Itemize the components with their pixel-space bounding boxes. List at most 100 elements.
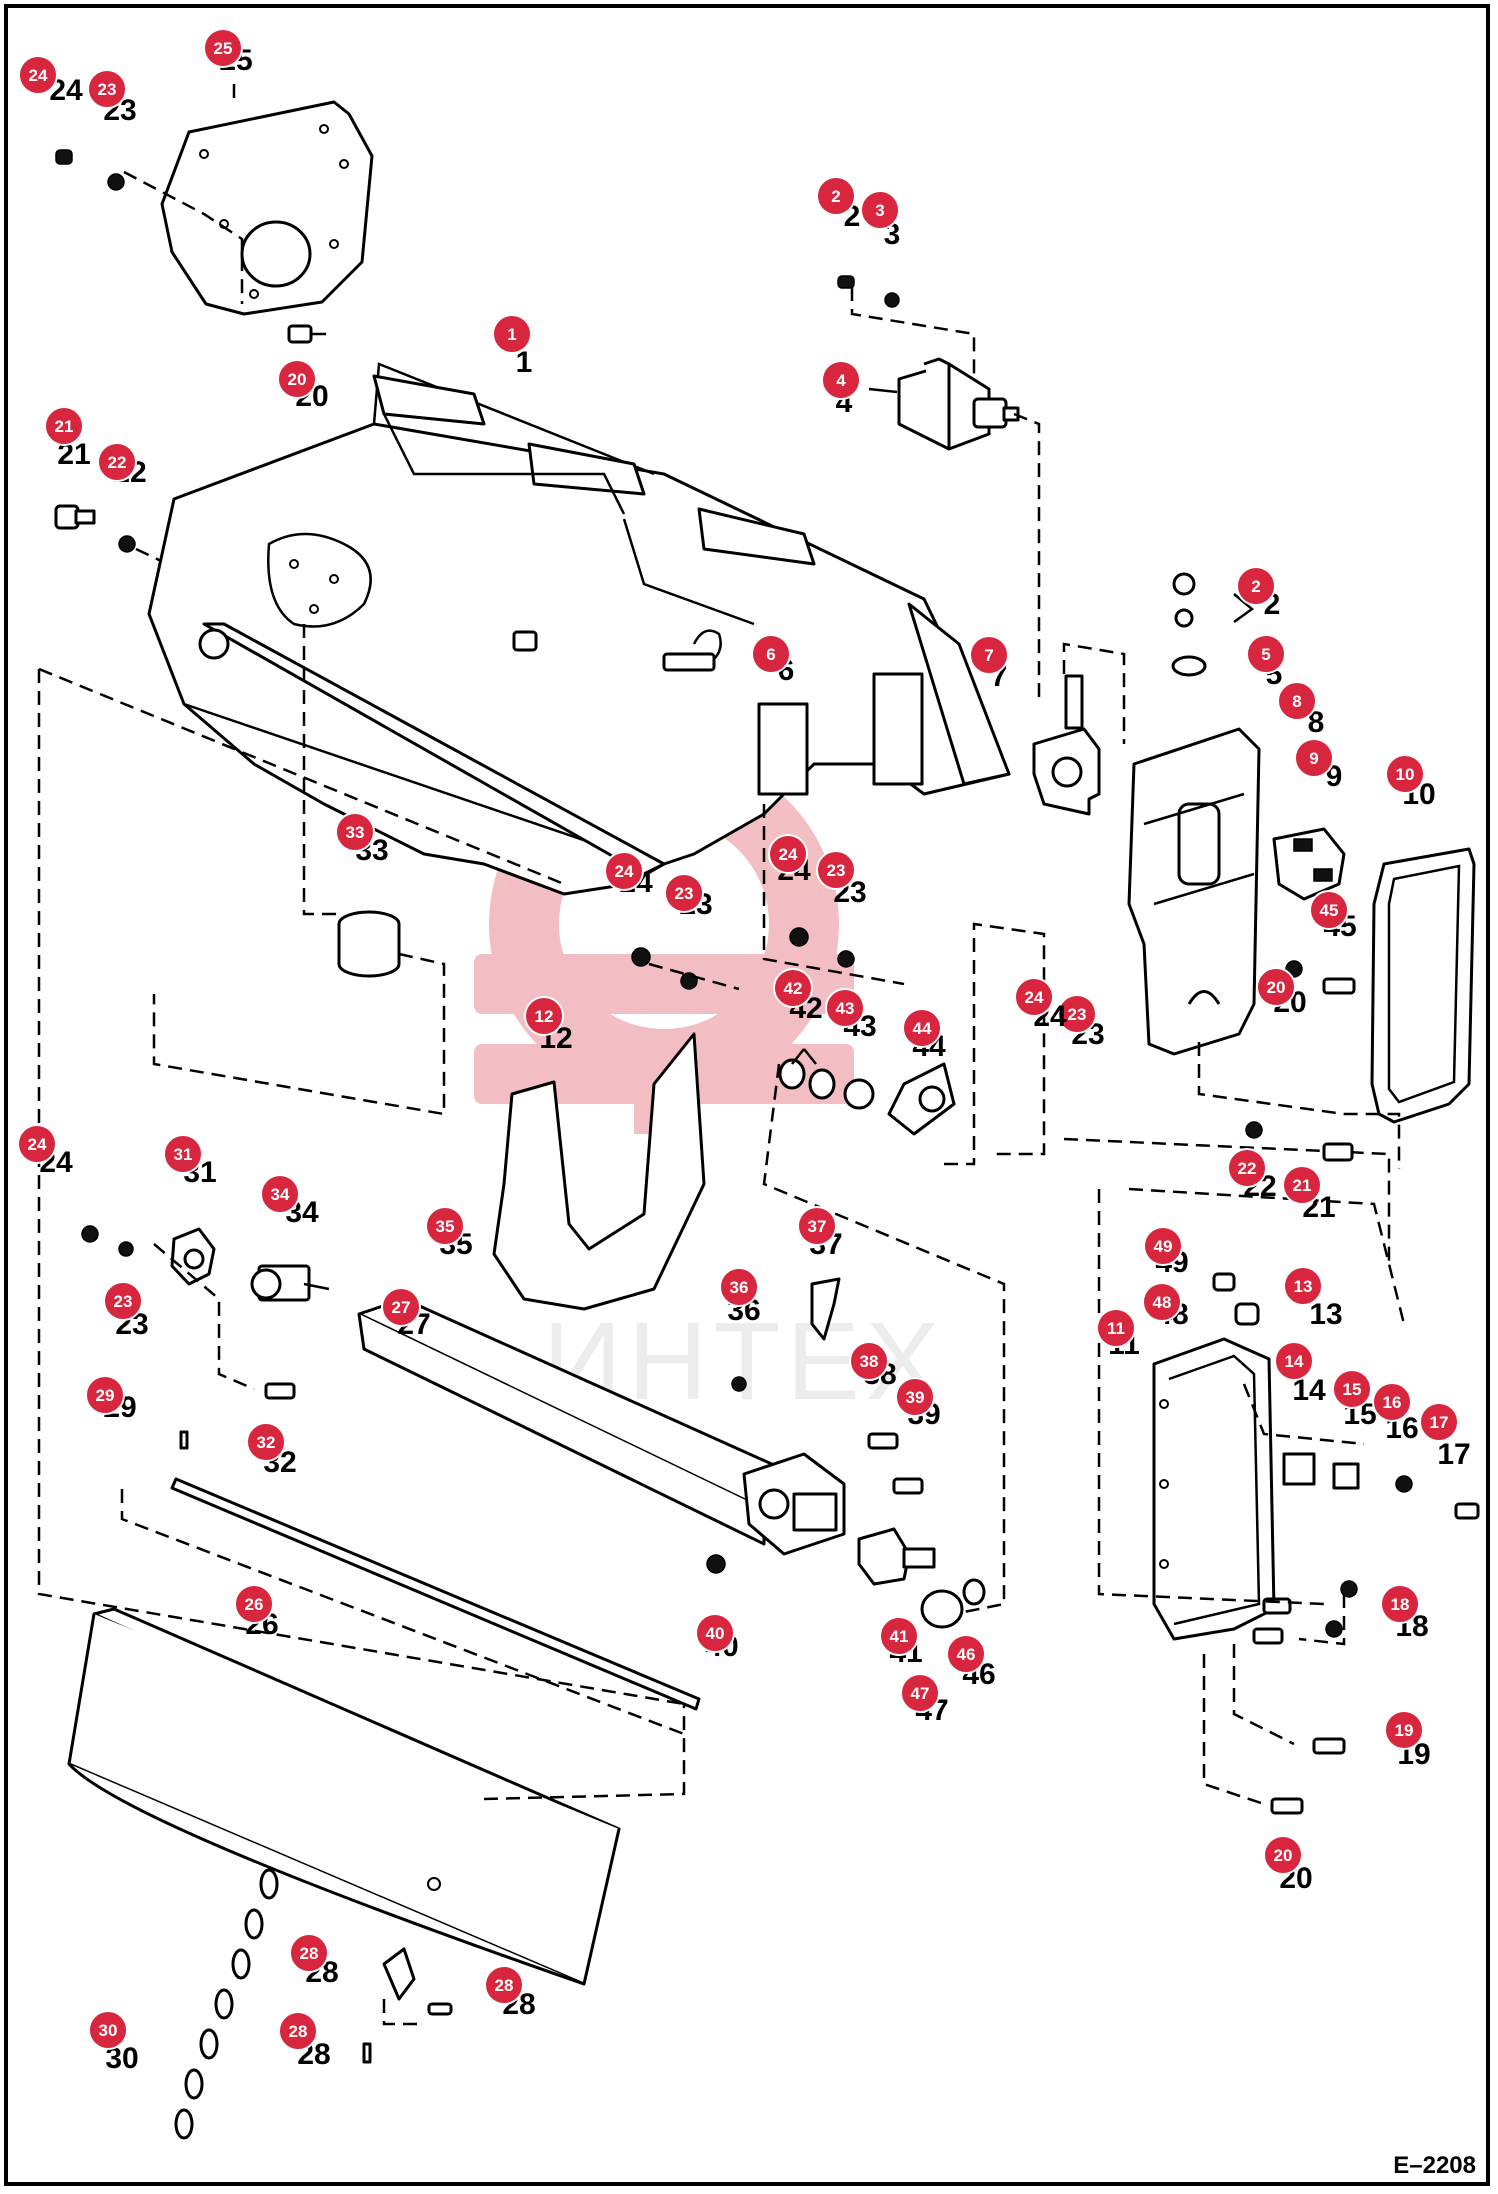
badge-circle[interactable] bbox=[1263, 1835, 1303, 1875]
badge-number: 37 bbox=[808, 1217, 827, 1236]
badge-circle[interactable] bbox=[821, 360, 861, 400]
badge-circle[interactable] bbox=[719, 1267, 759, 1307]
badge-circle[interactable] bbox=[1282, 1165, 1322, 1205]
badge-circle[interactable] bbox=[492, 314, 532, 354]
badge-circle[interactable] bbox=[1294, 738, 1334, 778]
badge-circle[interactable] bbox=[1142, 1282, 1182, 1322]
badge-circle[interactable] bbox=[969, 635, 1009, 675]
badge-circle[interactable] bbox=[1419, 1402, 1459, 1442]
badge-circle[interactable] bbox=[1057, 994, 1097, 1034]
badge-number: 3 bbox=[875, 201, 884, 220]
badge-circle[interactable] bbox=[97, 442, 137, 482]
badge-circle[interactable] bbox=[825, 988, 865, 1028]
badge-circle[interactable] bbox=[879, 1616, 919, 1656]
badge-circle[interactable] bbox=[381, 1287, 421, 1327]
badge-circle[interactable] bbox=[900, 1673, 940, 1713]
badge-circle[interactable] bbox=[88, 2010, 128, 2050]
part-30-chain bbox=[174, 1868, 279, 2140]
badge-circle[interactable] bbox=[860, 190, 900, 230]
badge-circle[interactable] bbox=[163, 1134, 203, 1174]
badge-number: 35 bbox=[436, 1217, 455, 1236]
callout-25: 2525 bbox=[203, 28, 253, 77]
badge-circle[interactable] bbox=[18, 55, 58, 95]
badge-circle[interactable] bbox=[604, 851, 644, 891]
badge-circle[interactable] bbox=[1385, 754, 1425, 794]
badge-number: 48 bbox=[1153, 1293, 1172, 1312]
badge-circle[interactable] bbox=[902, 1008, 942, 1048]
badge-number: 13 bbox=[1294, 1277, 1313, 1296]
badge-circle[interactable] bbox=[1332, 1369, 1372, 1409]
badge-circle[interactable] bbox=[335, 812, 375, 852]
badge-circle[interactable] bbox=[260, 1174, 300, 1214]
badge-circle[interactable] bbox=[1256, 967, 1296, 1007]
badge-circle[interactable] bbox=[1309, 890, 1349, 930]
badge-circle[interactable] bbox=[289, 1933, 329, 1973]
badge-number: 20 bbox=[1274, 1846, 1293, 1865]
badge-circle[interactable] bbox=[87, 69, 127, 109]
badge-circle[interactable] bbox=[695, 1613, 735, 1653]
part-7-flange bbox=[1032, 674, 1101, 816]
badge-circle[interactable] bbox=[1227, 1148, 1267, 1188]
badge-circle[interactable] bbox=[849, 1341, 889, 1381]
badge-circle[interactable] bbox=[895, 1377, 935, 1417]
badge-circle[interactable] bbox=[768, 834, 808, 874]
badge-circle[interactable] bbox=[1283, 1266, 1323, 1306]
badge-circle[interactable] bbox=[1236, 566, 1276, 606]
badge-circle[interactable] bbox=[1246, 634, 1286, 674]
badge-number: 47 bbox=[911, 1684, 930, 1703]
badge-circle[interactable] bbox=[484, 1965, 524, 2005]
badge-circle[interactable] bbox=[277, 359, 317, 399]
badge-circle[interactable] bbox=[85, 1375, 125, 1415]
callout-45: 4545 bbox=[1309, 890, 1357, 943]
callout-11: 1111 bbox=[1096, 1308, 1140, 1361]
badge-circle[interactable] bbox=[1014, 977, 1054, 1017]
exploded-parts-diagram: ИНТЕХ bbox=[17, 28, 1480, 2140]
badge-number: 24 bbox=[615, 862, 634, 881]
badge-circle[interactable] bbox=[751, 634, 791, 674]
badge-circle[interactable] bbox=[1274, 1341, 1314, 1381]
badge-circle[interactable] bbox=[816, 850, 856, 890]
badge-circle[interactable] bbox=[946, 1634, 986, 1674]
badge-circle[interactable] bbox=[17, 1124, 57, 1164]
badge-number: 36 bbox=[730, 1278, 749, 1297]
badge-circle[interactable] bbox=[203, 28, 243, 68]
badge-circle[interactable] bbox=[103, 1281, 143, 1321]
badge-circle[interactable] bbox=[797, 1206, 837, 1246]
badge-circle[interactable] bbox=[1380, 1584, 1420, 1624]
badge-number: 43 bbox=[836, 999, 855, 1018]
badge-circle[interactable] bbox=[234, 1584, 274, 1624]
badge-circle[interactable] bbox=[1384, 1710, 1424, 1750]
badge-circle[interactable] bbox=[1277, 681, 1317, 721]
badge-number: 23 bbox=[827, 861, 846, 880]
badge-number: 33 bbox=[346, 823, 365, 842]
badge-circle[interactable] bbox=[1372, 1382, 1412, 1422]
reference-number: 13 bbox=[1309, 1298, 1342, 1331]
badge-number: 21 bbox=[1293, 1176, 1312, 1195]
badge-circle[interactable] bbox=[1096, 1308, 1136, 1348]
badge-number: 28 bbox=[289, 2022, 308, 2041]
badge-circle[interactable] bbox=[816, 176, 856, 216]
part-1-main-housing bbox=[147, 362, 1011, 896]
badge-circle[interactable] bbox=[278, 2011, 318, 2051]
badge-number: 39 bbox=[906, 1388, 925, 1407]
badge-circle[interactable] bbox=[664, 873, 704, 913]
badge-number: 23 bbox=[1068, 1005, 1087, 1024]
badge-circle[interactable] bbox=[773, 968, 813, 1008]
badge-circle[interactable] bbox=[1143, 1226, 1183, 1266]
badge-number: 18 bbox=[1391, 1595, 1410, 1614]
badge-circle[interactable] bbox=[44, 406, 84, 446]
badge-circle[interactable] bbox=[524, 996, 564, 1036]
badge-circle[interactable] bbox=[425, 1206, 465, 1246]
badge-number: 23 bbox=[675, 884, 694, 903]
badge-circle[interactable] bbox=[246, 1422, 286, 1462]
